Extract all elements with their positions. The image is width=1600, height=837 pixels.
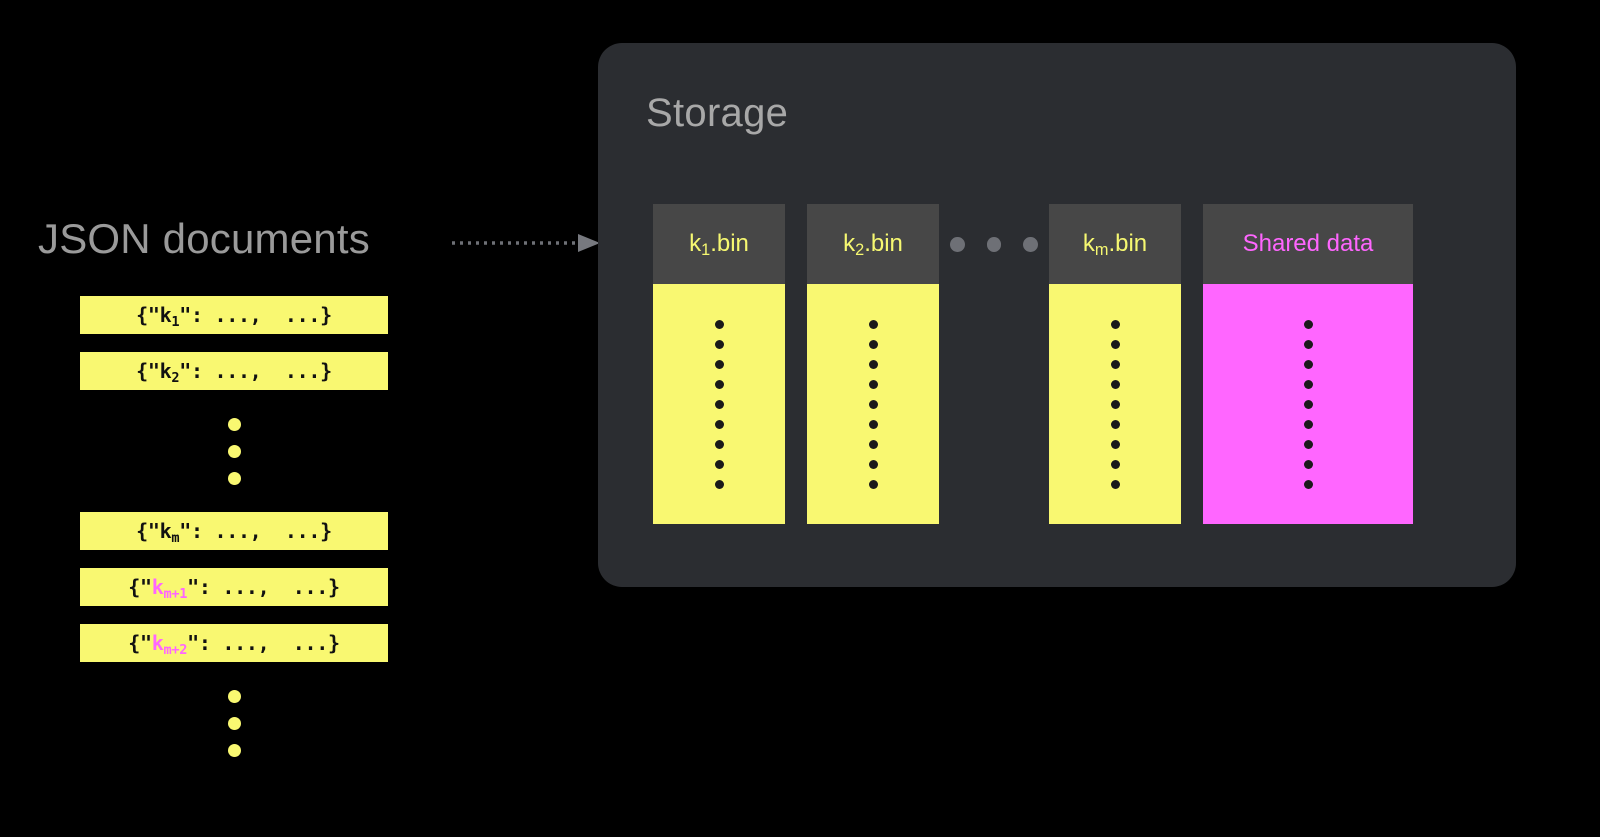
record-dot — [714, 439, 724, 449]
record-dot — [1303, 479, 1313, 489]
record-dot — [1303, 439, 1313, 449]
json-document-text: {"k1": ..., ...} — [136, 303, 332, 330]
record-dot — [714, 399, 724, 409]
json-doc-ellipsis — [80, 408, 388, 494]
ellipsis-dot — [950, 236, 965, 252]
record-dot — [1303, 319, 1313, 329]
json-document-text: {"km+1": ..., ...} — [128, 575, 340, 602]
json-documents-section: JSON documents {"k1": ..., ...} {"k2": ..… — [0, 0, 600, 837]
record-dot — [714, 359, 724, 369]
bin-header: km.bin — [1049, 204, 1181, 284]
record-dot — [1303, 379, 1313, 389]
json-document-box: {"km+2": ..., ...} — [80, 624, 388, 662]
record-dot — [1303, 419, 1313, 429]
bin-column[interactable]: k2.bin — [807, 204, 939, 524]
storage-title: Storage — [646, 91, 789, 135]
bin-body — [1203, 284, 1413, 524]
json-doc-ellipsis — [80, 680, 388, 766]
record-dot — [868, 399, 878, 409]
storage-columns: k1.bin k2.bin km.bin Shared data — [653, 204, 1413, 529]
record-dot — [714, 379, 724, 389]
json-document-text: {"k2": ..., ...} — [136, 359, 332, 386]
ellipsis-dot — [227, 689, 241, 703]
ellipsis-dot — [227, 716, 241, 730]
json-document-box: {"km": ..., ...} — [80, 512, 388, 550]
shared-data-column[interactable]: Shared data — [1203, 204, 1413, 524]
ellipsis-dot — [1023, 236, 1039, 252]
record-dot — [868, 319, 878, 329]
record-dot — [1110, 339, 1120, 349]
bin-header-label: km.bin — [1082, 230, 1148, 260]
record-dot — [1110, 319, 1120, 329]
bin-header: k1.bin — [653, 204, 785, 284]
record-dot — [868, 479, 878, 489]
record-dot — [1303, 459, 1313, 469]
json-document-key: km+1 — [151, 575, 188, 602]
storage-columns-ellipsis — [939, 204, 1049, 284]
record-dot — [714, 339, 724, 349]
ellipsis-dot — [227, 743, 241, 757]
json-document-key: km+2 — [151, 631, 188, 658]
record-dot — [1110, 379, 1120, 389]
bin-header: k2.bin — [807, 204, 939, 284]
json-document-text: {"km+2": ..., ...} — [128, 631, 340, 658]
record-dot — [1303, 359, 1313, 369]
json-document-box: {"k1": ..., ...} — [80, 296, 388, 334]
record-dot — [1303, 339, 1313, 349]
json-document-key: km — [159, 519, 180, 546]
record-dot — [714, 459, 724, 469]
record-dot — [1110, 479, 1120, 489]
bin-column[interactable]: k1.bin — [653, 204, 785, 524]
record-dot — [1110, 459, 1120, 469]
record-dot — [868, 379, 878, 389]
bin-header-label: k2.bin — [843, 230, 903, 260]
record-dot — [868, 359, 878, 369]
record-dot — [1110, 439, 1120, 449]
ellipsis-dot — [227, 444, 241, 458]
record-dot — [868, 339, 878, 349]
record-dot — [868, 439, 878, 449]
record-dot — [714, 479, 724, 489]
storage-panel: Storage k1.bin k2.bin km.bin Shared data — [598, 43, 1516, 587]
bin-column[interactable]: km.bin — [1049, 204, 1181, 524]
bin-body — [653, 284, 785, 524]
json-documents-title: JSON documents — [38, 215, 370, 262]
ellipsis-dot — [227, 471, 241, 485]
record-dot — [868, 459, 878, 469]
record-dot — [1110, 399, 1120, 409]
json-document-key: k2 — [159, 359, 180, 386]
record-dot — [714, 319, 724, 329]
record-dot — [714, 419, 724, 429]
json-document-key: k1 — [159, 303, 180, 330]
record-dot — [1303, 399, 1313, 409]
dotted-arrow-right-icon — [452, 234, 600, 252]
record-dot — [868, 419, 878, 429]
bin-header-label: k1.bin — [689, 230, 749, 260]
bin-body — [1049, 284, 1181, 524]
json-document-text: {"km": ..., ...} — [136, 519, 332, 546]
json-document-list: {"k1": ..., ...} {"k2": ..., ...} {"km": .… — [80, 296, 388, 784]
ellipsis-dot — [227, 417, 241, 431]
json-document-box: {"km+1": ..., ...} — [80, 568, 388, 606]
ellipsis-dot — [986, 236, 1002, 252]
record-dot — [1110, 419, 1120, 429]
json-document-box: {"k2": ..., ...} — [80, 352, 388, 390]
bin-body — [807, 284, 939, 524]
bin-header: Shared data — [1203, 204, 1413, 284]
bin-header-label: Shared data — [1242, 230, 1374, 257]
record-dot — [1110, 359, 1120, 369]
